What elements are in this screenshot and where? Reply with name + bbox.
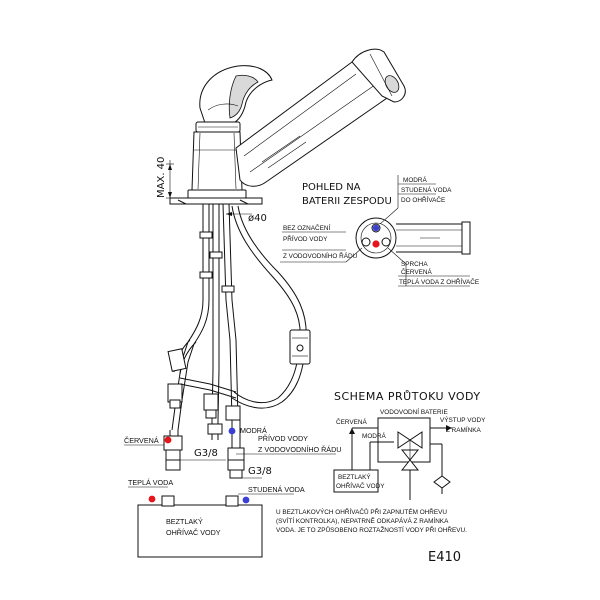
note-line-3: VODA. JE TO ZPŮSOBENO ROZTAŽNOSTÍ VODY P… bbox=[276, 525, 467, 534]
bv-studena-voda: STUDENÁ VODA bbox=[401, 185, 452, 194]
bottom-view-title-1: POHLED NA bbox=[302, 182, 361, 193]
bv-z-vodovodniho-radu: Z VODOVODNÍHO ŘÁDU bbox=[283, 251, 358, 260]
max-height-label: MAX. 40 bbox=[156, 157, 167, 198]
red-marker-heater bbox=[148, 495, 156, 503]
max-height-dimension: MAX. 40 bbox=[156, 157, 174, 199]
label-privod-vody: PŘÍVOD VODY bbox=[258, 434, 308, 443]
label-z-vodovodniho-radu: Z VODOVODNÍHO ŘÁDU bbox=[258, 445, 341, 454]
label-modra-hose: MODRÁ bbox=[240, 426, 267, 435]
model-number: E410 bbox=[428, 550, 461, 565]
note-line-1: U BEZTLAKOVÝCH OHŘÍVAČŮ PŘI ZAPNUTÉM OHŘ… bbox=[276, 507, 447, 516]
schema-cervena: ČERVENÁ bbox=[336, 417, 368, 426]
thread-dimensions: G3/8 G3/8 bbox=[179, 448, 272, 479]
bv-do-ohrivace: DO OHŘÍVAČE bbox=[401, 195, 445, 204]
red-marker-hose bbox=[164, 436, 172, 444]
schema-z-raminka: Z RAMÍNKA bbox=[446, 425, 482, 434]
faucet-body bbox=[187, 48, 406, 199]
red-marker-bottom-view bbox=[372, 240, 380, 248]
heater-box: BEZTLAKÝ OHŘÍVAČ VODY bbox=[137, 495, 263, 558]
thread-right-label: G3/8 bbox=[248, 466, 272, 477]
bv-bez-oznaceni: BEZ OZNAČENÍ bbox=[283, 223, 330, 232]
schema-heater-line2: OHŘÍVAČ VODY bbox=[336, 481, 385, 490]
label-tepla-voda: TEPLÁ VODA bbox=[128, 478, 173, 487]
schema-title: SCHEMA PRŮTOKU VODY bbox=[334, 390, 481, 403]
countertop bbox=[169, 197, 263, 205]
blue-marker-bottom-view bbox=[372, 224, 380, 232]
heater-label-line1: BEZTLAKÝ bbox=[166, 517, 203, 526]
bv-sprcha: SPRCHA bbox=[401, 261, 428, 268]
note-line-2: (SVÍTÍ KONTROLKA), NEPATRNĚ ODKAPÁVÁ Z R… bbox=[276, 516, 449, 525]
heater-label-line2: OHŘÍVAČ VODY bbox=[166, 528, 221, 537]
schema-heater-line1: BEZTLAKÝ bbox=[338, 472, 371, 481]
schema-vystup-vody: VÝSTUP VODY bbox=[440, 415, 486, 424]
blue-marker-hose bbox=[228, 427, 236, 435]
bv-tepla-voda-z-ohrivace: TEPLÁ VODA Z OHŘÍVAČE bbox=[399, 277, 479, 286]
thread-left-label: G3/8 bbox=[194, 448, 218, 459]
blue-marker-heater bbox=[242, 496, 250, 504]
hose-labels: ČERVENÁ MODRÁ PŘÍVOD VODY Z VODOVODNÍHO … bbox=[124, 426, 341, 495]
bv-cervena: ČERVENÁ bbox=[401, 267, 433, 276]
note-block: U BEZTLAKOVÝCH OHŘÍVAČŮ PŘI ZAPNUTÉM OHŘ… bbox=[276, 507, 467, 534]
bv-modra-top: MODRÁ bbox=[403, 175, 428, 184]
supply-pipes bbox=[163, 203, 311, 479]
schema-modra: MODRÁ bbox=[362, 431, 387, 440]
schema-vodovodni-baterie: VODOVODNÍ BATERIE bbox=[380, 407, 448, 416]
bottom-view-detail: POHLED NA BATERII ZESPODU MODRÁ STUDENÁ … bbox=[280, 175, 479, 287]
bv-privod-vody: PŘÍVOD VODY bbox=[283, 234, 328, 243]
bottom-view-title-2: BATERII ZESPODU bbox=[302, 196, 392, 207]
label-studena-voda: STUDENÁ VODA bbox=[248, 485, 305, 494]
label-cervena-hose: ČERVENÁ bbox=[124, 436, 159, 445]
diameter-dimension: ø40 bbox=[226, 212, 267, 224]
diameter-label: ø40 bbox=[248, 213, 267, 224]
flow-schema: SCHEMA PRŮTOKU VODY VODOVODNÍ BATERIE ČE… bbox=[333, 390, 486, 500]
